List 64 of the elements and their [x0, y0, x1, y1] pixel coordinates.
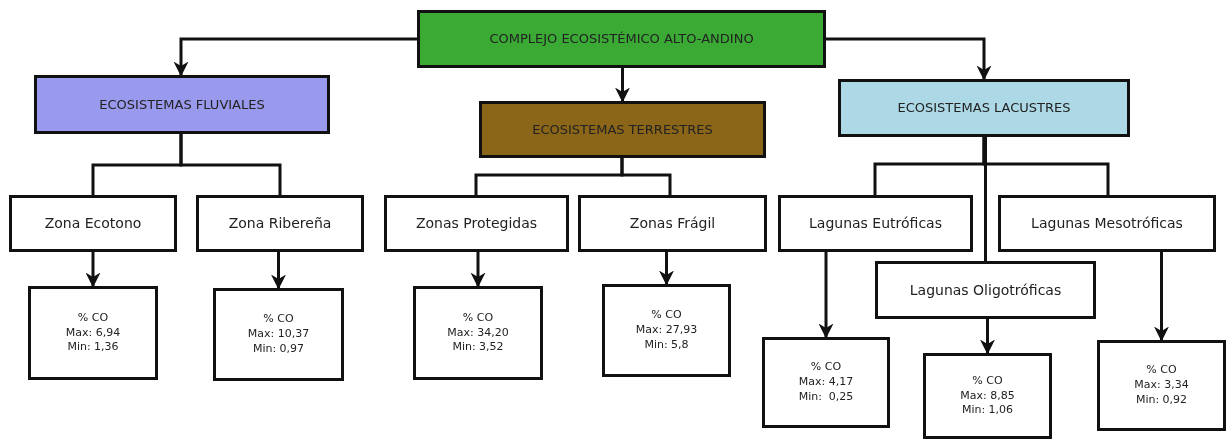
- value-text: Min: 0,25: [798, 389, 854, 405]
- arrow: [818, 252, 834, 339]
- category-box: [417, 10, 826, 68]
- box-label: COMPLEJO ECOSISTÉMICO ALTO-ANDINO: [489, 31, 754, 47]
- box-label: Lagunas Mesotróficas: [1031, 215, 1183, 232]
- value-text: Max: 10,37: [247, 327, 310, 342]
- measure-label: % CO: [810, 360, 842, 376]
- arrow: [470, 252, 486, 288]
- box-label: ECOSISTEMAS LACUSTRES: [897, 100, 1071, 116]
- value-text: Max: 8,85: [960, 388, 1015, 404]
- value-text: Max: 6,94: [65, 325, 121, 341]
- zone-box: [998, 195, 1216, 252]
- zone-box: [875, 261, 1096, 319]
- value-text: Min: 0,97: [252, 341, 305, 357]
- value-box: [213, 288, 344, 381]
- value-text: Max: 4,17: [798, 375, 854, 390]
- value-text: Max: 3,34: [1134, 378, 1189, 393]
- value-text: Min: 5,8: [644, 337, 689, 353]
- arrow: [659, 252, 674, 286]
- box-label: Lagunas Eutróficas: [809, 215, 942, 232]
- measure-label: % CO: [651, 308, 682, 324]
- value-box: [413, 286, 543, 380]
- box-label: Zonas Protegidas: [415, 215, 538, 232]
- arrow: [1154, 252, 1169, 342]
- category-box: [479, 101, 766, 158]
- arrow: [615, 68, 630, 103]
- value-text: Min: 0,92: [1135, 392, 1188, 408]
- value-box: [762, 337, 890, 428]
- value-box: [28, 286, 158, 380]
- connector-line: [984, 137, 987, 261]
- connector-line: [982, 137, 1110, 195]
- zone-box: [9, 195, 177, 252]
- arrow: [173, 37, 417, 77]
- box-label: Zona Ecotono: [44, 215, 142, 232]
- arrow: [826, 37, 992, 81]
- arrow: [980, 319, 995, 355]
- connector-line: [620, 158, 672, 195]
- box-label: Lagunas Oligotróficas: [909, 281, 1062, 299]
- measure-label: % CO: [462, 310, 494, 326]
- value-text: Max: 34,20: [447, 325, 509, 341]
- value-box: [602, 284, 731, 377]
- measure-label: % CO: [972, 373, 1003, 389]
- box-label: ECOSISTEMAS TERRESTRES: [532, 121, 713, 138]
- measure-label: % CO: [263, 312, 294, 328]
- category-box: [34, 75, 330, 134]
- category-box: [838, 79, 1130, 137]
- value-box: [923, 353, 1052, 439]
- box-label: Zonas Frágil: [629, 215, 716, 232]
- measure-label: % CO: [77, 310, 109, 326]
- arrow: [85, 252, 101, 288]
- box-label: ECOSISTEMAS FLUVIALES: [99, 96, 265, 113]
- zone-box: [196, 195, 364, 252]
- box-label: Zona Ribereña: [228, 215, 332, 232]
- measure-label: % CO: [1146, 363, 1177, 379]
- zone-box: [384, 195, 569, 252]
- value-box: [1097, 340, 1226, 431]
- value-text: Min: 1,06: [961, 403, 1014, 419]
- value-text: Min: 1,36: [67, 340, 119, 356]
- zone-box: [778, 195, 973, 252]
- connector-line: [179, 134, 282, 195]
- value-text: Max: 27,93: [635, 323, 698, 338]
- arrow: [271, 252, 286, 290]
- value-text: Min: 3,52: [452, 340, 504, 356]
- zone-box: [578, 195, 767, 252]
